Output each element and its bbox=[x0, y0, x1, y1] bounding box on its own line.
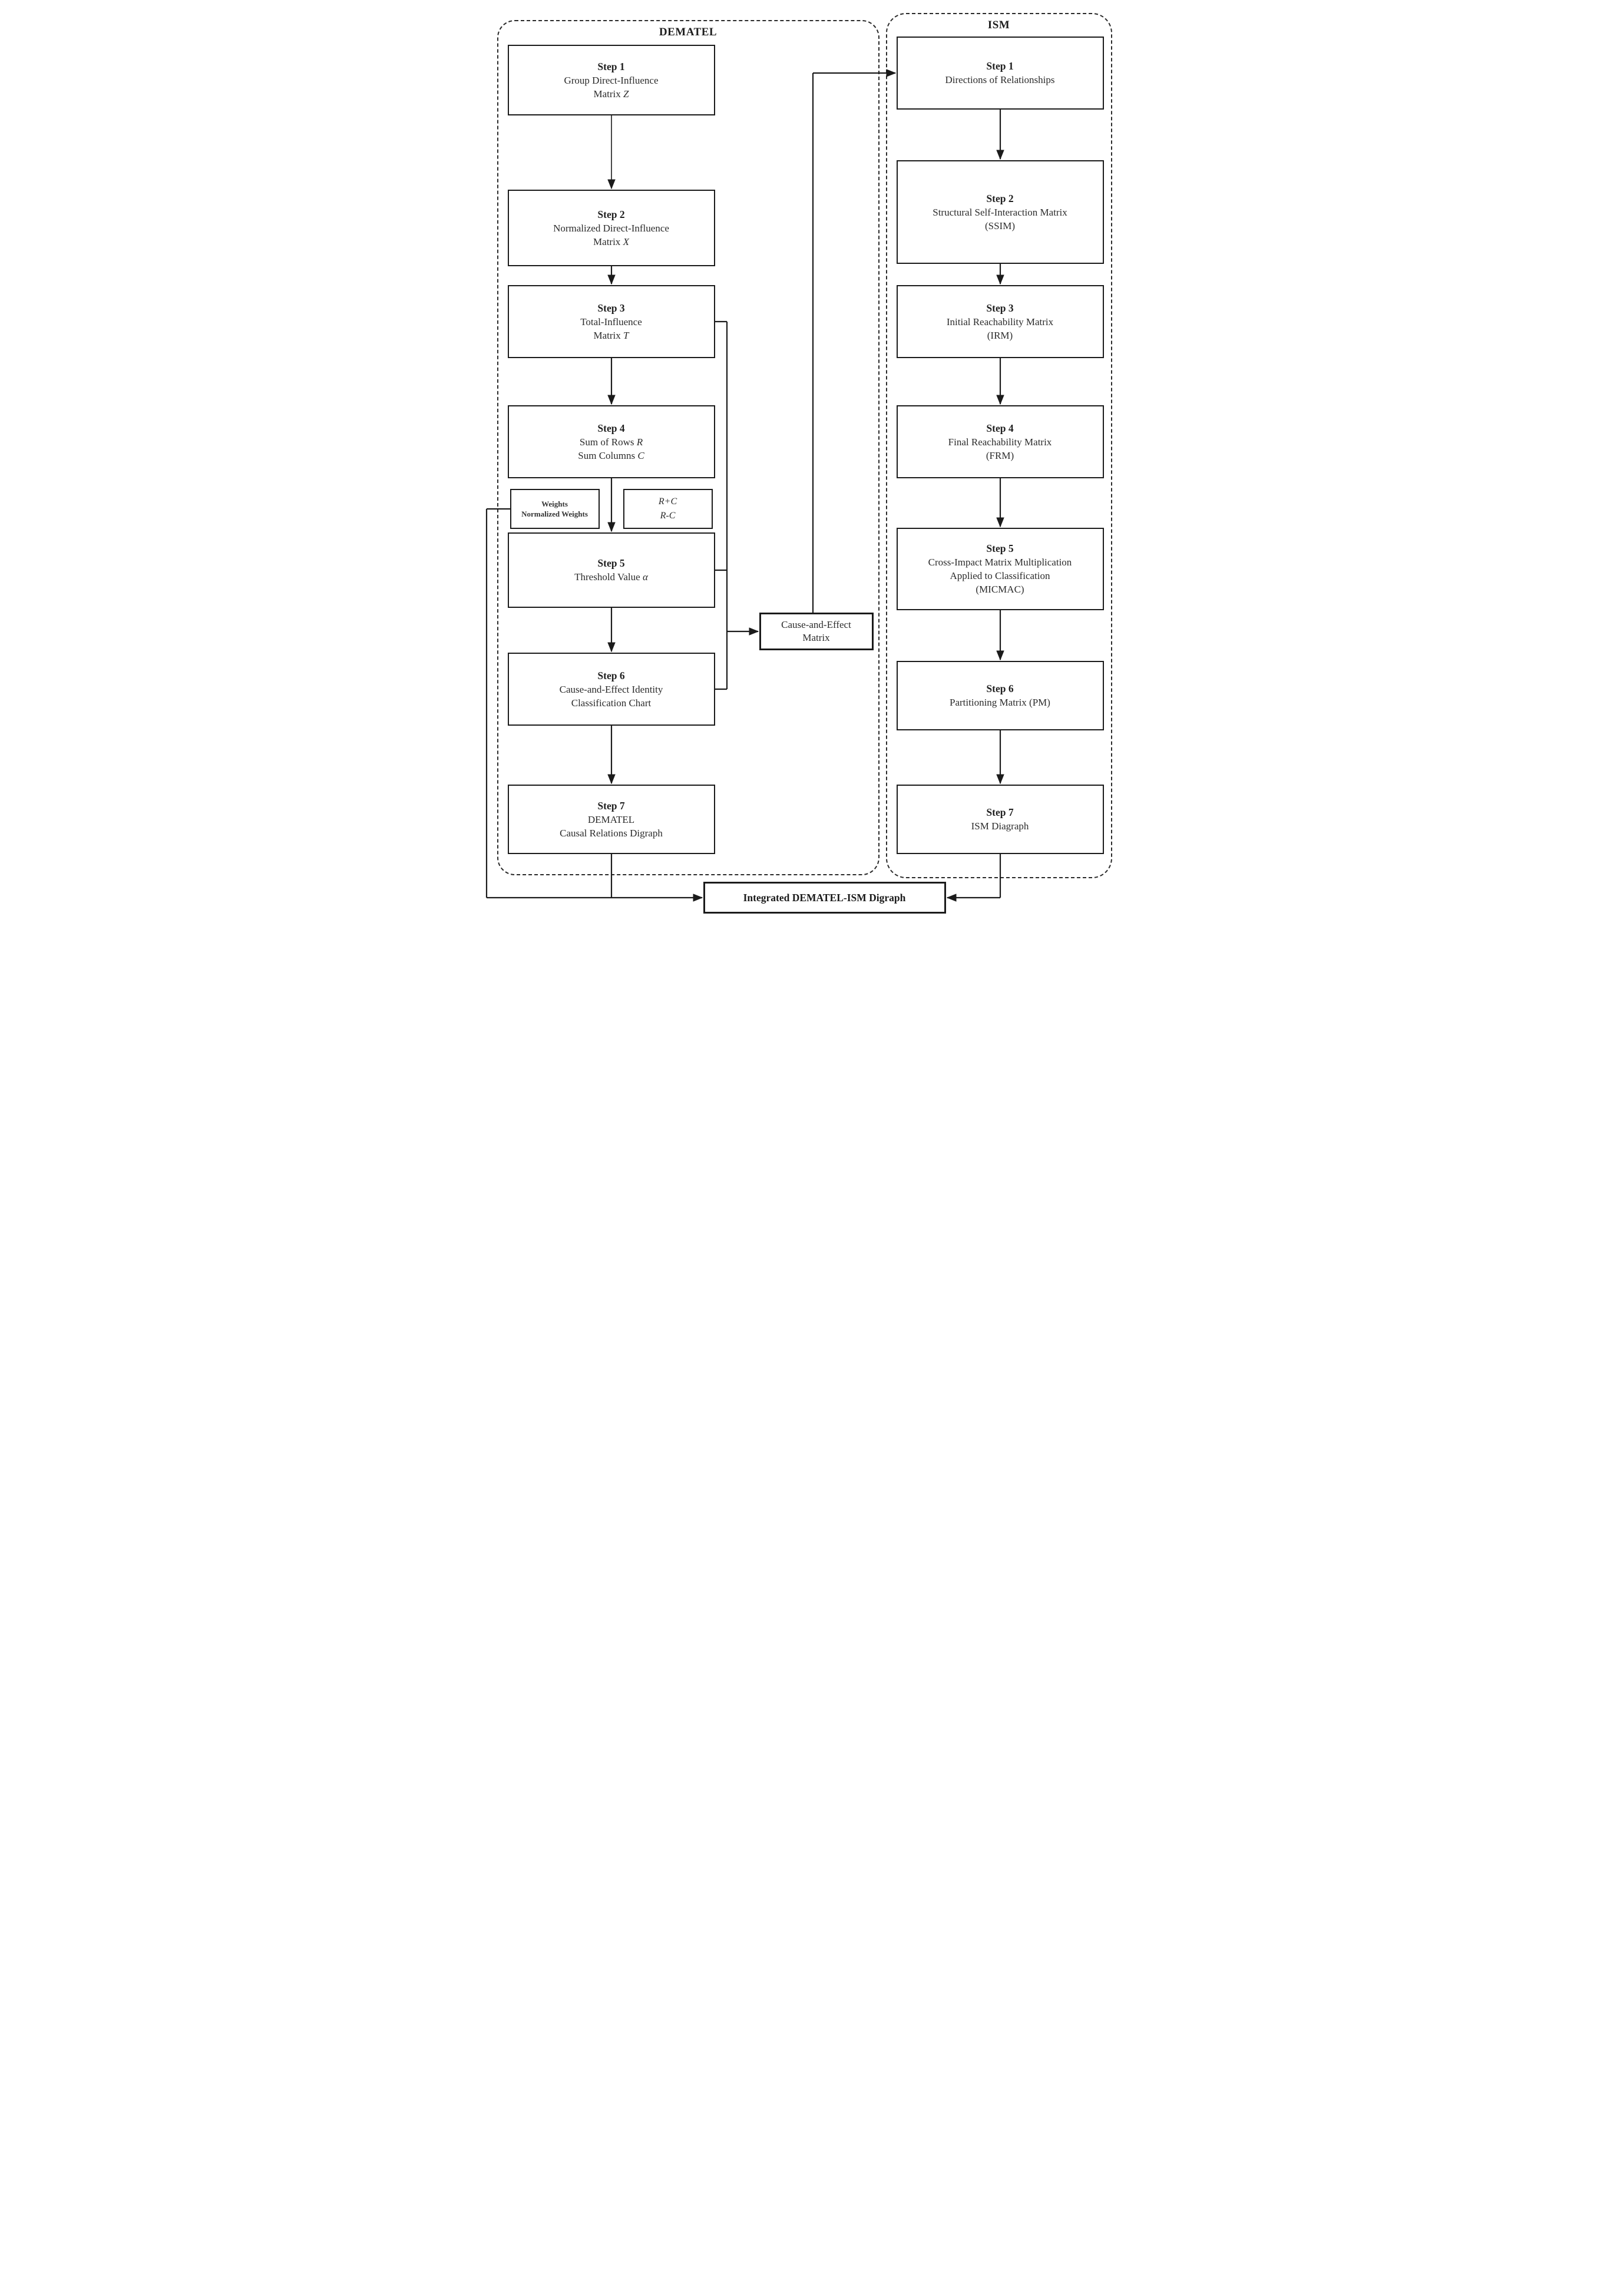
step-line: Classification Chart bbox=[571, 697, 652, 709]
dematel-step-6-box: Step 6 Cause-and-Effect Identity Classif… bbox=[507, 653, 715, 726]
ism-container: ISM bbox=[885, 13, 1112, 878]
step-line: Sum Columns C bbox=[578, 449, 644, 461]
rc-line: R+C bbox=[658, 497, 677, 507]
step-title: Step 5 bbox=[597, 557, 625, 569]
step-line: Normalized Direct-Influence bbox=[553, 222, 669, 234]
step-line: Cross-Impact Matrix Multiplication bbox=[928, 557, 1072, 568]
weights-box: Weights Normalized Weights bbox=[510, 489, 600, 529]
side-rail-to-cause-effect bbox=[715, 320, 759, 690]
step-line: Group Direct-Influence bbox=[564, 74, 659, 86]
step-line: Total-Influence bbox=[580, 316, 642, 327]
step-line: Directions of Relationships bbox=[945, 74, 1055, 85]
step-title: Step 4 bbox=[597, 422, 625, 434]
step-line: (MICMAC) bbox=[976, 584, 1024, 595]
step-line: Sum of Rows R bbox=[579, 436, 643, 448]
step-title: Step 4 bbox=[986, 422, 1014, 434]
ism-step-4-box: Step 4 Final Reachability Matrix (FRM) bbox=[896, 405, 1104, 478]
cause-effect-line: Cause-and-Effect bbox=[781, 619, 851, 630]
step-title: Step 1 bbox=[986, 60, 1014, 72]
italic-var: X bbox=[623, 236, 629, 247]
step-title: Step 3 bbox=[597, 302, 625, 314]
step-line: (FRM) bbox=[986, 449, 1014, 461]
step-title: Step 6 bbox=[597, 669, 625, 681]
step-line: (IRM) bbox=[987, 329, 1013, 341]
step-line: Matrix T bbox=[593, 329, 629, 341]
cause-effect-line: Matrix bbox=[802, 632, 830, 643]
rc-line: R-C bbox=[660, 511, 676, 521]
weights-line: Normalized Weights bbox=[521, 510, 588, 518]
italic-var: T bbox=[623, 329, 629, 341]
step-title: Step 7 bbox=[986, 806, 1014, 818]
step-title: Step 3 bbox=[986, 302, 1014, 314]
step-line: Initial Reachability Matrix bbox=[946, 316, 1054, 327]
dematel-step-7-box: Step 7 DEMATEL Causal Relations Digraph bbox=[507, 785, 715, 854]
step-title: Step 2 bbox=[986, 192, 1014, 204]
step-title: Step 5 bbox=[986, 542, 1014, 554]
step-line: Partitioning Matrix (PM) bbox=[950, 697, 1050, 708]
weights-line: Weights bbox=[541, 499, 568, 508]
dematel-ism-flowchart: DEMATEL ISM Step 1 Group Direct-Influenc… bbox=[479, 0, 1118, 918]
italic-var: α bbox=[642, 571, 648, 583]
step-line: Cause-and-Effect Identity bbox=[559, 683, 663, 695]
italic-var: Z bbox=[623, 88, 629, 100]
step-line: Threshold Value α bbox=[574, 571, 648, 583]
step-line: ISM Diagraph bbox=[971, 821, 1029, 832]
step-line: Matrix X bbox=[593, 236, 629, 247]
cause-effect-to-ism-link bbox=[812, 69, 896, 613]
dematel-step-4-box: Step 4 Sum of Rows R Sum Columns C bbox=[507, 405, 715, 478]
left-feed-to-integrated bbox=[485, 508, 703, 902]
step-line: DEMATEL bbox=[587, 813, 635, 825]
italic-var: R bbox=[636, 436, 643, 448]
step-line: Matrix Z bbox=[593, 88, 629, 100]
step-title: Step 1 bbox=[597, 60, 625, 72]
integrated-dematel-ism-digraph-box: Integrated DEMATEL-ISM Digraph bbox=[703, 882, 946, 914]
step-line: (SSIM) bbox=[984, 220, 1015, 231]
step-line: Structural Self-Interaction Matrix bbox=[933, 206, 1067, 218]
ism-step-1-box: Step 1 Directions of Relationships bbox=[896, 37, 1104, 110]
dematel-step-2-box: Step 2 Normalized Direct-Influence Matri… bbox=[507, 190, 715, 266]
ism-step-3-box: Step 3 Initial Reachability Matrix (IRM) bbox=[896, 285, 1104, 358]
italic-var: C bbox=[637, 449, 644, 461]
dematel-step-3-box: Step 3 Total-Influence Matrix T bbox=[507, 285, 715, 358]
ism-step-6-box: Step 6 Partitioning Matrix (PM) bbox=[896, 661, 1104, 730]
dematel-step-5-box: Step 5 Threshold Value α bbox=[507, 532, 715, 608]
connector-layer bbox=[485, 69, 1004, 902]
cause-and-effect-matrix-box: Cause-and-Effect Matrix bbox=[759, 613, 874, 650]
ism-step-5-box: Step 5 Cross-Impact Matrix Multiplicatio… bbox=[896, 528, 1104, 610]
step-line: Final Reachability Matrix bbox=[948, 436, 1052, 448]
step-title: Step 2 bbox=[597, 208, 625, 220]
ism-step-7-box: Step 7 ISM Diagraph bbox=[896, 785, 1104, 854]
r-plus-c-box: R+C R-C bbox=[623, 489, 713, 529]
step-line: Applied to Classification bbox=[950, 570, 1050, 581]
integrated-label: Integrated DEMATEL-ISM Digraph bbox=[743, 891, 906, 904]
step-line: Causal Relations Digraph bbox=[560, 827, 663, 839]
step-title: Step 7 bbox=[597, 799, 625, 812]
dematel-step-1-box: Step 1 Group Direct-Influence Matrix Z bbox=[507, 45, 715, 115]
dematel-label: DEMATEL bbox=[659, 26, 718, 38]
step-title: Step 6 bbox=[986, 683, 1014, 694]
ism-step-2-box: Step 2 Structural Self-Interaction Matri… bbox=[896, 160, 1104, 264]
dematel-container: DEMATEL bbox=[497, 20, 879, 875]
ism-label: ISM bbox=[987, 19, 1010, 31]
